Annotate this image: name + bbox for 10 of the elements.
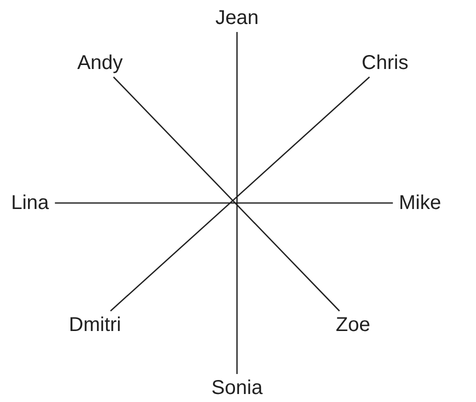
name-label: Jean <box>209 4 265 32</box>
name-label: Andy <box>71 49 129 77</box>
name-label: Zoe <box>330 311 376 339</box>
name-label: Sonia <box>205 374 269 402</box>
name-label: Lina <box>5 189 55 217</box>
name-label: Mike <box>392 189 448 217</box>
name-label: Dmitri <box>62 311 128 339</box>
connector-line <box>236 32 238 374</box>
name-label: Chris <box>356 49 414 77</box>
connector-line <box>54 202 393 204</box>
